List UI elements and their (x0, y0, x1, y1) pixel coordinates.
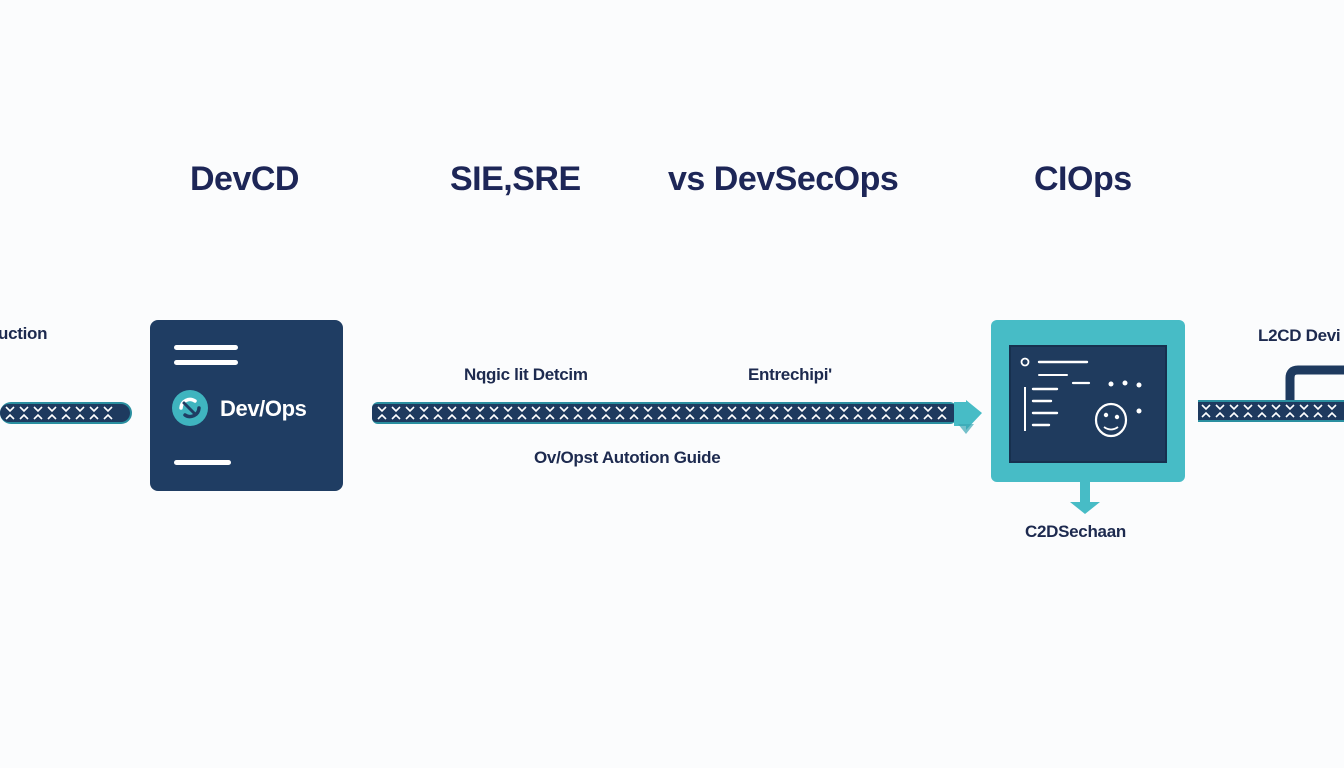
monitor-stand-arrow (1066, 482, 1106, 521)
monitor-screen (1009, 345, 1167, 463)
heading-devcd: DevCD (190, 160, 299, 198)
heading-devsecops: vs DevSecOps (668, 160, 899, 198)
dashboard-monitor-icon (991, 320, 1185, 482)
label-left-edge: uction (0, 324, 48, 343)
pipeline-segment-left (0, 398, 136, 428)
devops-card: Dev/Ops (150, 320, 343, 491)
pipeline-segment-right (1198, 364, 1344, 434)
devops-logo-icon (172, 390, 208, 426)
card-line (174, 460, 231, 465)
pipeline-segment-middle (370, 398, 992, 434)
heading-ciops: CIOps (1034, 160, 1132, 198)
devops-card-title: Dev/Ops (220, 396, 307, 421)
heading-sie-sre: SIE,SRE (450, 160, 581, 198)
face-icon (1094, 402, 1128, 438)
label-detcim: Nqgic lit Detcim (464, 365, 588, 384)
label-entrechipi: Entrechipi' (748, 365, 832, 384)
label-monitor-caption: C2DSechaan (1025, 522, 1126, 541)
card-line (174, 345, 238, 350)
label-automation-guide: Ov/Opst Autotion Guide (534, 448, 721, 467)
card-line (174, 360, 238, 365)
label-right-edge: L2CD Devi (1258, 326, 1341, 345)
